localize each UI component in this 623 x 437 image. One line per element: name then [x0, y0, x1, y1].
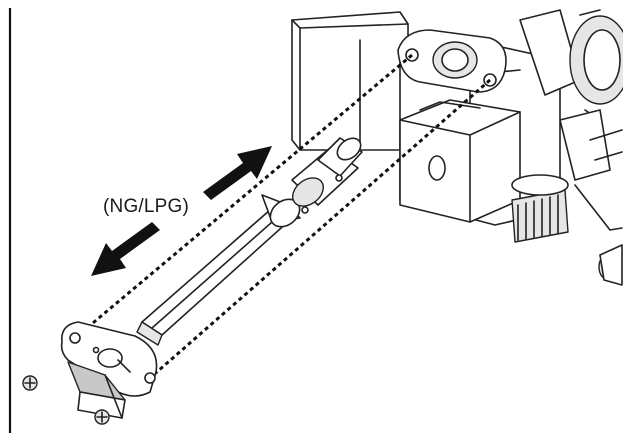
threaded-fitting — [511, 174, 569, 243]
valve-housing-panel — [291, 11, 409, 151]
screw-left — [22, 375, 38, 391]
orifice-rod — [136, 137, 363, 346]
mounting-bracket — [60, 321, 158, 419]
pipe-fittings — [519, 9, 623, 231]
direction-label: (NG/LPG) — [103, 196, 190, 217]
remove-arrow-icon — [91, 222, 160, 276]
insert-arrow-icon — [203, 146, 272, 200]
valve-flange — [397, 29, 507, 93]
alignment-lines — [74, 53, 491, 380]
screw-right — [94, 409, 110, 425]
side-knob — [598, 244, 623, 286]
solenoid-box — [399, 99, 521, 223]
